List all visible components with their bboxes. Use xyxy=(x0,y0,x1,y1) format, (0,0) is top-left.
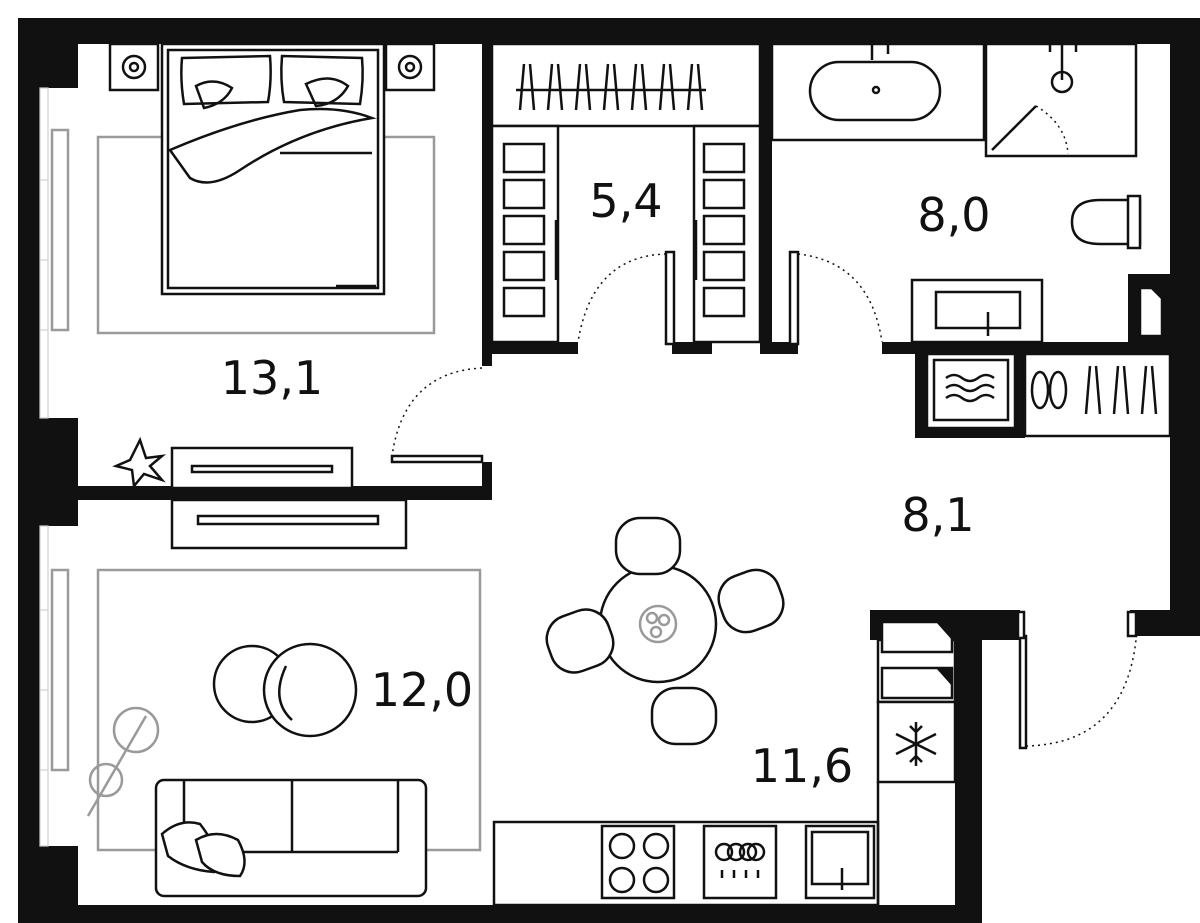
area-label-bathroom: 8,0 xyxy=(917,188,990,242)
area-label-kitchen: 11,6 xyxy=(751,739,853,793)
area-label-wardrobe: 5,4 xyxy=(589,174,662,228)
area-label-bedroom: 13,1 xyxy=(221,351,323,405)
plant-icon xyxy=(112,436,167,490)
area-labels: 13,1 5,4 8,0 8,1 12,0 11,6 xyxy=(221,174,991,793)
kitchen-furniture xyxy=(492,620,957,907)
living-room-furniture xyxy=(50,498,482,898)
bedroom-furniture xyxy=(50,42,484,490)
washing-machine-icon xyxy=(945,373,995,403)
walls xyxy=(18,18,1200,923)
entrance xyxy=(1016,610,1138,750)
bathroom-furniture xyxy=(770,42,1142,346)
dishwasher-icon xyxy=(714,842,766,878)
snowflake-icon xyxy=(895,722,937,766)
laundry-furniture xyxy=(925,352,1172,438)
area-label-living-room: 12,0 xyxy=(371,663,473,717)
wardrobe-furniture xyxy=(490,42,762,346)
area-label-hallway: 8,1 xyxy=(901,488,974,542)
dining-set xyxy=(545,516,785,746)
windows xyxy=(39,87,49,847)
